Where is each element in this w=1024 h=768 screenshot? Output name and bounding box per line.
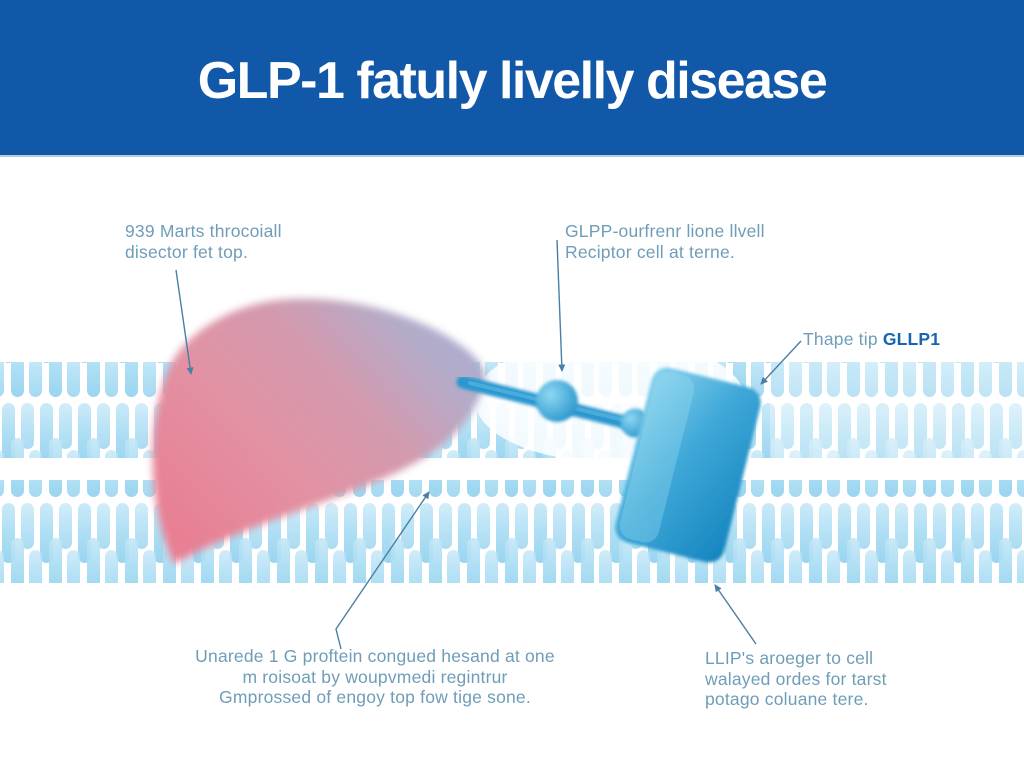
label-bottom-left-line2: m roisoat by woupvmedi regintrur: [242, 666, 508, 687]
linker-ball-large: [536, 380, 578, 422]
label-top-left-line1: 939 Marts throcoiall: [125, 221, 282, 241]
label-bottom-left: Unarede 1 G proftein congued hesand at o…: [185, 646, 565, 708]
receptor-block: [615, 367, 761, 563]
membrane-light-overlay: [770, 360, 1024, 460]
label-top-left: 939 Marts throcoiall disector fet top.: [125, 221, 282, 262]
leader-top-middle: [556, 239, 566, 372]
leader-bottom-right: [714, 584, 757, 645]
label-right: Thape tip GLLP1: [803, 329, 940, 350]
label-bottom-right-line1: LLIP's aroeger to cell: [705, 648, 874, 668]
label-bottom-left-line3: Gmprossed of engoy top fow tige sone.: [219, 687, 531, 708]
leader-bottom-left: [335, 491, 430, 650]
leader-right: [760, 340, 802, 385]
label-top-middle-line2: Reciptor cell at terne.: [565, 241, 735, 262]
liver-ligand-shape: [152, 298, 485, 564]
label-right-prefix: Thape tip: [803, 329, 883, 349]
membrane-band-lower: [0, 480, 1024, 583]
label-bottom-right-line2: walayed ordes for tarst: [705, 668, 887, 689]
page-title: GLP-1 fatuly livelly disease: [197, 51, 828, 110]
leader-top-left: [175, 269, 194, 375]
label-bottom-right-line3: potago coluane tere.: [705, 689, 869, 710]
label-bottom-right: LLIP's aroeger to cell walayed ordes for…: [705, 648, 887, 710]
label-right-bold: GLLP1: [882, 329, 941, 349]
label-top-middle-line1: GLPP-ourfrenr lione llvell: [565, 221, 765, 241]
title-banner: GLP-1 fatuly livelly disease: [0, 0, 1024, 157]
label-top-left-line2: disector fet top.: [125, 241, 249, 262]
label-bottom-left-line1: Unarede 1 G proftein congued hesand at o…: [195, 646, 555, 666]
label-top-middle: GLPP-ourfrenr lione llvell Reciptor cell…: [565, 221, 765, 262]
